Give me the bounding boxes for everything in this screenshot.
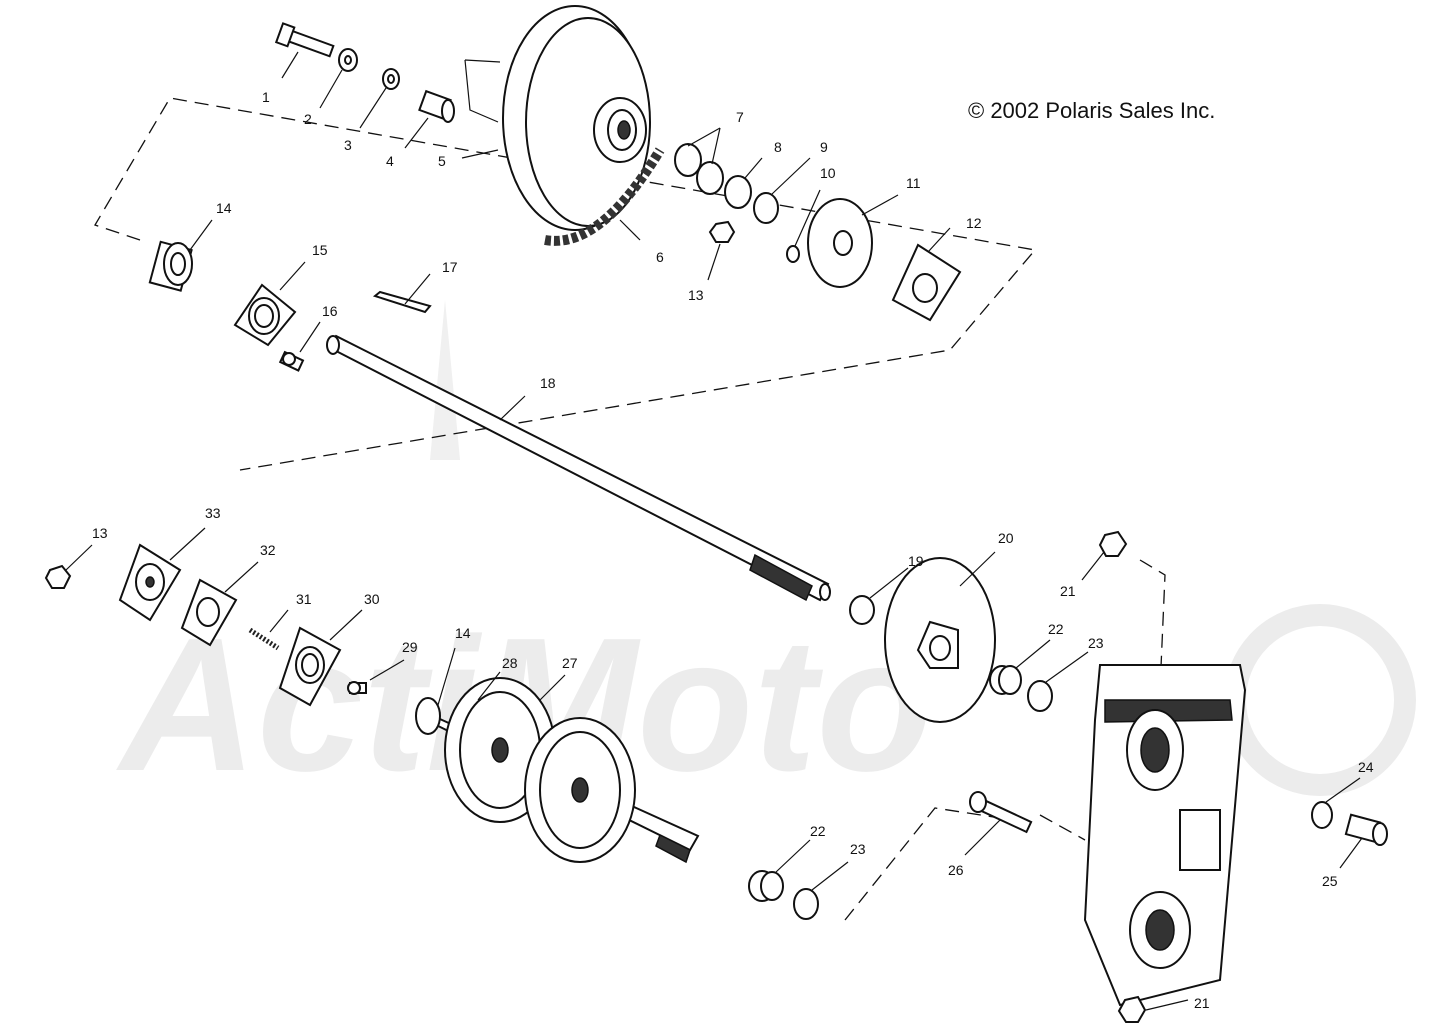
callout-6: 6 (656, 249, 664, 265)
callout-31: 31 (296, 591, 312, 607)
part-driven-sprocket-5 (464, 5, 651, 231)
part-bearing-cap-33 (118, 543, 182, 622)
callout-26: 26 (948, 862, 964, 878)
callout-22-lower: 22 (810, 823, 826, 839)
callout-22: 22 (1048, 621, 1064, 637)
callout-33: 33 (205, 505, 221, 521)
part-seal-22 (989, 665, 1022, 695)
callout-7: 7 (736, 109, 744, 125)
watermark-spire-icon (430, 300, 460, 460)
part-spring-31 (248, 627, 280, 651)
part-bolt-1 (274, 22, 335, 58)
assembly-dashed-lines (94, 97, 1166, 921)
part-shim-9 (753, 192, 779, 224)
callout-5: 5 (438, 153, 446, 169)
part-shim-8 (724, 175, 752, 209)
upper-shaft-assembly (148, 5, 962, 602)
callout-11: 11 (906, 175, 921, 191)
callout-25: 25 (1322, 873, 1338, 889)
part-seal-22-lower (748, 870, 784, 902)
part-bearing-flange-12 (891, 243, 962, 322)
callout-16: 16 (322, 303, 338, 319)
part-plug-23-lower (793, 888, 819, 920)
callout-13-lower: 13 (92, 525, 108, 541)
callout-leader-lines (65, 51, 1363, 1011)
callout-23: 23 (1088, 635, 1104, 651)
part-washer-10 (786, 245, 800, 263)
callout-13: 13 (688, 287, 704, 303)
callout-4: 4 (386, 153, 394, 169)
part-nut-13 (708, 220, 736, 243)
copyright-notice: © 2002 Polaris Sales Inc. (968, 98, 1215, 123)
part-nut-21-bottom (1117, 995, 1147, 1023)
callout-2: 2 (304, 111, 312, 127)
part-drive-shaft-sprockets-27 (415, 677, 700, 864)
callout-23-lower: 23 (850, 841, 866, 857)
part-brake-disc-20 (884, 557, 996, 723)
callout-12: 12 (966, 215, 982, 231)
part-bolt-26 (969, 791, 1033, 834)
callout-labels: 1 2 3 4 5 6 7 8 9 10 11 12 13 14 15 16 1… (92, 89, 1374, 1011)
part-flange-30 (278, 626, 342, 707)
part-chain-6 (544, 147, 665, 246)
lower-dashed-line (844, 807, 1001, 921)
part-washer-24 (1311, 801, 1333, 829)
callout-30: 30 (364, 591, 380, 607)
part-bearing-flange-15 (233, 283, 297, 347)
callout-20: 20 (998, 530, 1014, 546)
part-bearing-14 (148, 240, 193, 292)
part-bearing-14-lower (415, 697, 441, 735)
callout-19: 19 (908, 553, 924, 569)
callout-10: 10 (820, 165, 836, 181)
part-nut-13-lower (44, 564, 72, 589)
callout-24: 24 (1358, 759, 1374, 775)
part-plug-23 (1027, 680, 1053, 712)
right-dashed-line (1139, 559, 1166, 691)
callout-18: 18 (540, 375, 556, 391)
part-retainer-plate-11 (807, 198, 873, 288)
part-nut-21-top (1098, 530, 1128, 557)
part-shim-7 (674, 143, 702, 177)
chaincase-assembly (849, 530, 1388, 1023)
part-shim-7b (696, 161, 724, 195)
callout-28: 28 (502, 655, 518, 671)
part-key-17 (372, 290, 432, 314)
bolt-dashed-line (1039, 814, 1086, 841)
callout-14-lower: 14 (455, 625, 471, 641)
callout-14: 14 (216, 200, 232, 216)
callout-21-top: 21 (1060, 583, 1076, 599)
part-drive-shaft-18 (326, 334, 831, 602)
callout-3: 3 (344, 137, 352, 153)
watermark-wheel-icon (1224, 604, 1416, 796)
part-bolt-25 (1344, 813, 1388, 846)
part-bolt-29 (347, 681, 367, 695)
callout-32: 32 (260, 542, 276, 558)
lower-driveshaft-assembly (44, 543, 819, 920)
callout-15: 15 (312, 242, 328, 258)
part-bolt-16 (278, 350, 305, 372)
callout-27: 27 (562, 655, 578, 671)
callout-1: 1 (262, 89, 270, 105)
callout-21-bottom: 21 (1194, 995, 1210, 1011)
part-bushing-4 (418, 89, 455, 123)
part-gasket-32 (180, 578, 238, 647)
part-chaincase-housing (1083, 664, 1247, 1007)
callout-8: 8 (774, 139, 782, 155)
callout-9: 9 (820, 139, 828, 155)
callout-17: 17 (442, 259, 458, 275)
callout-29: 29 (402, 639, 418, 655)
upper-dashed-line (94, 97, 1037, 471)
part-ring-19 (849, 595, 875, 625)
